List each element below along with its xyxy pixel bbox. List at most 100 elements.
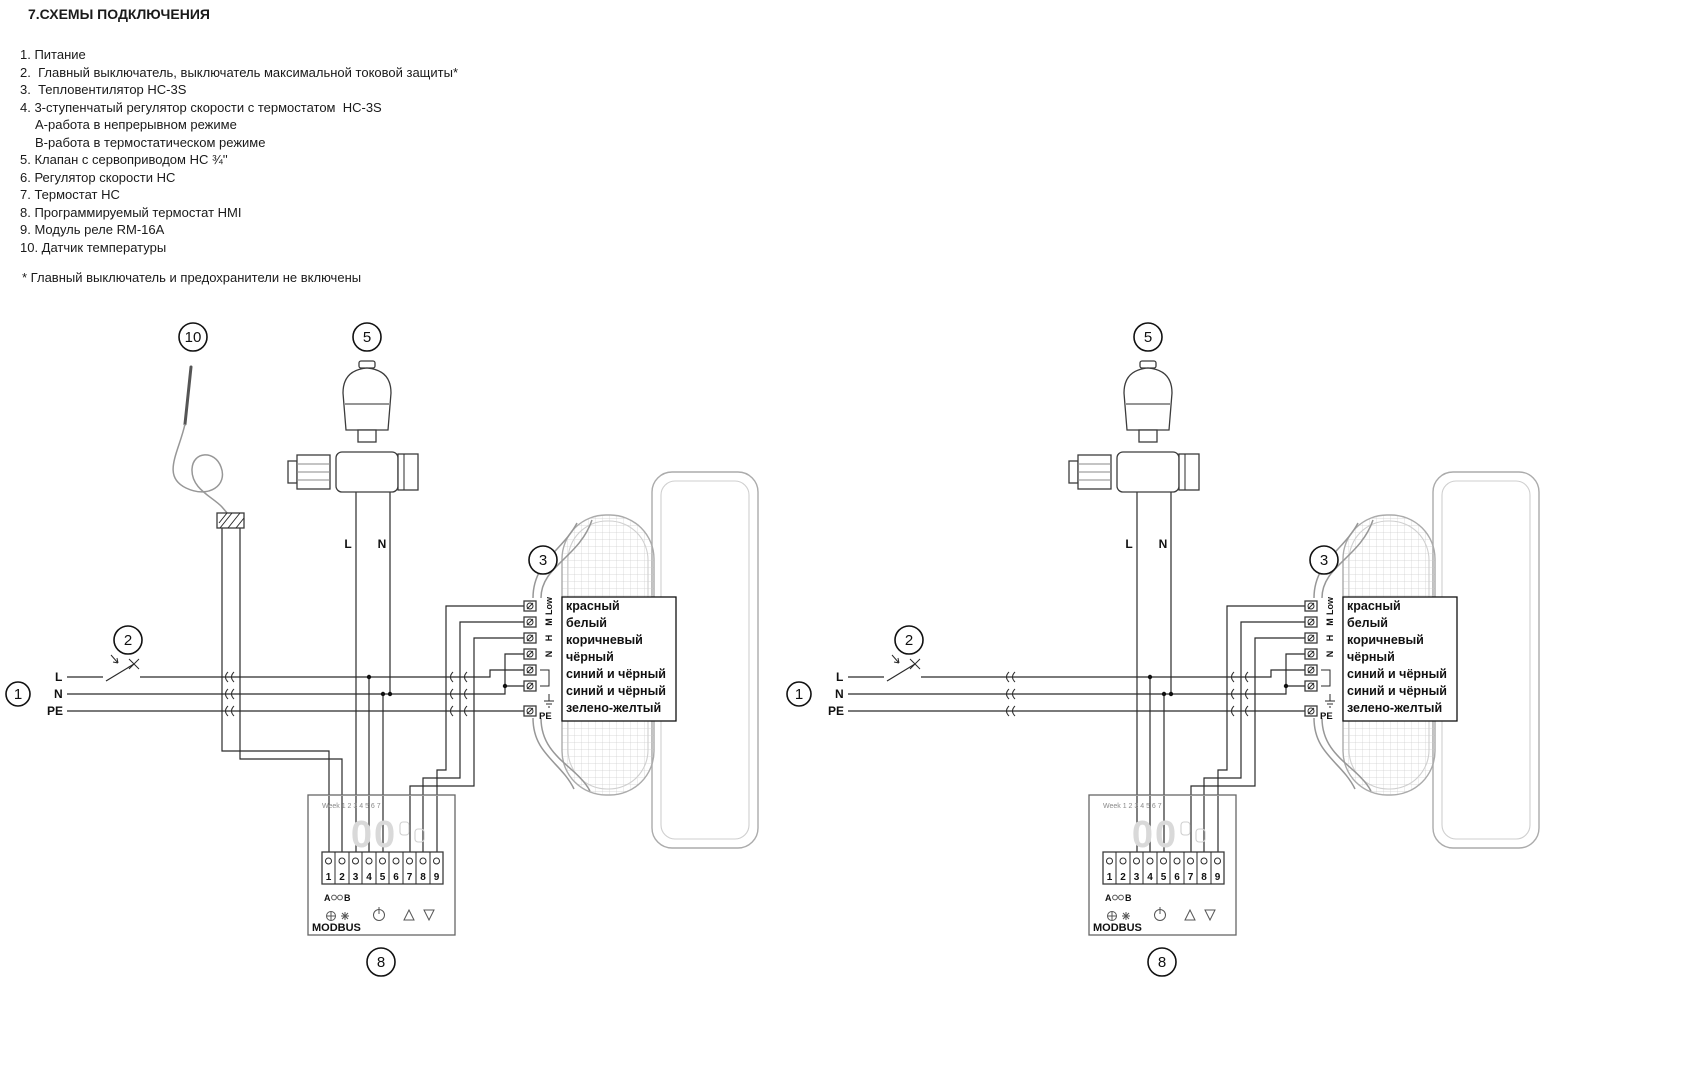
legend-item: 4. 3-ступенчатый регулятор скорости с те… bbox=[20, 99, 382, 115]
valve-assembly bbox=[1068, 360, 1200, 493]
power-icon bbox=[1154, 907, 1166, 921]
thermostat-display: 00 bbox=[1132, 814, 1178, 856]
breaker-switch-symbol bbox=[105, 654, 140, 682]
callout-number: 5 bbox=[1144, 329, 1152, 346]
fan-terminal-label: Low bbox=[1325, 596, 1335, 615]
ground-icon bbox=[1325, 694, 1335, 708]
legend-item: 3. Тепловентилятор НС-3S bbox=[20, 82, 187, 97]
line-n-label: N bbox=[54, 687, 63, 701]
terminal-number: 6 bbox=[393, 872, 399, 883]
mode-icon bbox=[1122, 912, 1130, 920]
callouts: 5 2 1 3 8 bbox=[786, 322, 1339, 977]
up-arrow-icon bbox=[403, 908, 415, 921]
wire-color-legend: красный белый коричневый чёрный синий и … bbox=[1342, 596, 1458, 722]
wires bbox=[67, 492, 524, 796]
line-pe-label: PE bbox=[828, 704, 844, 718]
wire-color: коричневый bbox=[1347, 633, 1424, 647]
fan-speed-icon bbox=[326, 911, 336, 921]
wire-color: белый bbox=[1347, 616, 1388, 630]
line-l-label: L bbox=[836, 670, 843, 684]
callout-number: 5 bbox=[363, 329, 371, 346]
port-a-label: A bbox=[1105, 893, 1112, 903]
thermostat-week-label: Week 1 2 3 4 5 6 7 bbox=[322, 803, 381, 810]
callout-thermostat: 8 bbox=[1147, 947, 1177, 977]
terminal-number: 1 bbox=[326, 872, 332, 883]
line-pe-label: PE bbox=[47, 704, 63, 718]
fan-terminal-block: Low M H N PE bbox=[1304, 596, 1335, 722]
callout-fan: 3 bbox=[528, 545, 558, 575]
fan-terminal-label: M bbox=[1325, 618, 1335, 626]
terminal-number: 9 bbox=[1215, 872, 1221, 883]
wiring-diagram-b: Low M H N PE красный белый коричневый чё… bbox=[786, 322, 1540, 977]
callout-power: 1 bbox=[5, 681, 31, 707]
terminal-number: 4 bbox=[1147, 872, 1153, 883]
wire-color: синий и чёрный bbox=[566, 684, 666, 698]
fan-heater-unit bbox=[1313, 471, 1540, 849]
legend-item: 2. Главный выключатель, выключатель макс… bbox=[20, 64, 459, 80]
wire-color: синий и чёрный bbox=[1347, 684, 1447, 698]
up-arrow-icon bbox=[1184, 908, 1196, 921]
thermostat-terminal-strip: 1 2 3 4 5 6 7 8 9 bbox=[1102, 851, 1225, 885]
wire-color: коричневый bbox=[566, 633, 643, 647]
terminal-number: 7 bbox=[407, 872, 413, 883]
callout-number: 2 bbox=[124, 632, 132, 649]
callout-number: 3 bbox=[539, 552, 547, 569]
page-title: 7.СХЕМЫ ПОДКЛЮЧЕНИЯ bbox=[28, 6, 210, 22]
modbus-label: MODBUS bbox=[312, 922, 361, 934]
terminal-number: 8 bbox=[1201, 872, 1207, 883]
terminal-number: 5 bbox=[1161, 872, 1167, 883]
valve-l-label: L bbox=[344, 537, 351, 551]
terminal-number: 3 bbox=[1134, 872, 1140, 883]
power-source-labels: L N PE L N bbox=[47, 537, 386, 718]
fan-terminal-label: Low bbox=[544, 596, 554, 615]
fan-terminal-block: Low M H N PE bbox=[523, 596, 554, 722]
callout-valve: 5 bbox=[1133, 322, 1163, 352]
wire-color-legend: красный белый коричневый чёрный синий и … bbox=[561, 596, 677, 722]
terminal-number: 5 bbox=[380, 872, 386, 883]
thermostat-panel: Week 1 2 3 4 5 6 7 00 1 2 3 4 5 6 7 8 9 … bbox=[307, 794, 456, 936]
thermostat-panel: Week 1 2 3 4 5 6 7 00 1 2 3 4 5 6 7 8 9 … bbox=[1088, 794, 1237, 936]
port-b-label: B bbox=[1125, 893, 1132, 903]
fan-terminal-label: N bbox=[544, 651, 554, 658]
valve-n-label: N bbox=[378, 537, 387, 551]
callout-sensor: 10 bbox=[178, 322, 208, 352]
terminal-number: 7 bbox=[1188, 872, 1194, 883]
terminal-number: 2 bbox=[339, 872, 345, 883]
wire-color: чёрный bbox=[1347, 650, 1395, 664]
wiring-diagram-a: Low M H N PE красный белый коричневый чё… bbox=[5, 322, 759, 977]
legend-list: 1. Питание 2. Главный выключатель, выклю… bbox=[20, 46, 458, 256]
fan-terminal-label: H bbox=[544, 635, 554, 642]
wire-color: синий и чёрный bbox=[1347, 667, 1447, 681]
callout-number: 2 bbox=[905, 632, 913, 649]
line-l-label: L bbox=[55, 670, 62, 684]
thermostat-week-label: Week 1 2 3 4 5 6 7 bbox=[1103, 803, 1162, 810]
callout-number: 1 bbox=[795, 686, 803, 703]
fan-pe-label: PE bbox=[539, 711, 552, 722]
fan-pe-label: PE bbox=[1320, 711, 1333, 722]
terminal-number: 9 bbox=[434, 872, 440, 883]
legend-item: 1. Питание bbox=[20, 47, 86, 62]
wires bbox=[848, 492, 1305, 796]
thermostat-terminal-strip: 1 2 3 4 5 6 7 8 9 bbox=[321, 851, 444, 885]
callout-number: 1 bbox=[14, 686, 22, 703]
callouts: 10 5 2 1 3 8 bbox=[5, 322, 558, 977]
wire-color: синий и чёрный bbox=[566, 667, 666, 681]
callout-thermostat: 8 bbox=[366, 947, 396, 977]
fan-terminal-label: N bbox=[1325, 651, 1335, 658]
legend-item: В-работа в термостатическом режиме bbox=[35, 134, 266, 150]
callout-switch: 2 bbox=[113, 625, 143, 655]
temperature-sensor bbox=[172, 365, 245, 529]
callout-number: 8 bbox=[377, 954, 385, 971]
callout-number: 3 bbox=[1320, 552, 1328, 569]
thermostat-display: 00 bbox=[351, 814, 397, 856]
legend-footnote: * Главный выключатель и предохранители н… bbox=[22, 270, 362, 285]
legend-item: 6. Регулятор скорости НС bbox=[20, 169, 176, 185]
down-arrow-icon bbox=[423, 909, 435, 922]
callout-number: 8 bbox=[1158, 954, 1166, 971]
legend-item: 8. Программируемый термостат HMI bbox=[20, 204, 242, 220]
wire-color: белый bbox=[566, 616, 607, 630]
breaker-switch-symbol bbox=[886, 654, 921, 682]
mode-icon bbox=[341, 912, 349, 920]
legend-item: 7. Термостат НС bbox=[20, 187, 120, 202]
